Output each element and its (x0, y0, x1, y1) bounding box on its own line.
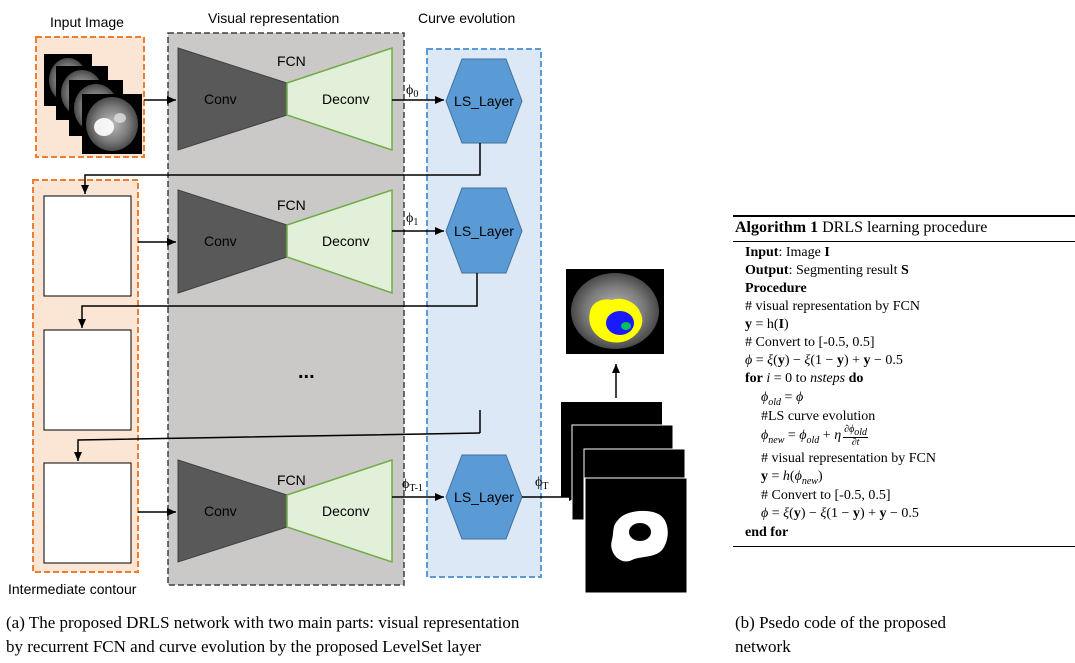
algorithm-line-phi-new: ϕnew = ϕold + η∂ϕold∂t (761, 424, 869, 448)
tumor-enhancing-region (606, 311, 634, 335)
ls-layer-3: LS_Layer (445, 454, 523, 540)
ls-layer-label-1: LS_Layer (454, 93, 514, 109)
deconv-decoder-2 (286, 188, 393, 295)
fcn-block-3: FCN Conv Deconv (177, 458, 393, 564)
algorithm-block: Algorithm 1 DRLS learning procedure Inpu… (733, 215, 1075, 587)
algorithm-output-line: Output: Segmenting result S (745, 263, 909, 278)
algorithm-comment-convert-2: # Convert to [-0.5, 0.5] (761, 488, 891, 503)
algorithm-title: Algorithm 1 DRLS learning procedure (733, 215, 1075, 242)
input-image-label: Input Image (50, 14, 124, 30)
feedback-line-3 (74, 432, 481, 461)
curve-evolution-label: Curve evolution (418, 10, 515, 26)
deconv-label-1: Deconv (322, 91, 369, 107)
contour-box-3 (43, 462, 132, 564)
segmented-brain-result (566, 269, 664, 354)
algorithm-line-phi-old: ϕold = ϕ (761, 390, 804, 408)
algorithm-comment-ls: #LS curve evolution (761, 409, 876, 424)
phi-t-1-label: ϕT-1 (402, 477, 423, 494)
caption-b-line-2: network (735, 637, 791, 656)
fcn-block-2: FCN Conv Deconv (177, 188, 393, 295)
caption-a-line-1: (a) The proposed DRLS network with two m… (6, 613, 520, 632)
ellipsis-label: ... (298, 361, 315, 383)
output-mask-stack (561, 402, 688, 594)
caption-a-line-2: by recurrent FCN and curve evolution by … (6, 637, 481, 656)
ls-layer-label-3: LS_Layer (454, 489, 514, 505)
algorithm-end-for: end for (745, 525, 789, 540)
caption-b: (b) Psedo code of the proposed network (735, 611, 1075, 659)
algorithm-comment-convert-1: # Convert to [-0.5, 0.5] (745, 335, 875, 350)
caption-b-line-1: (b) Psedo code of the proposed (735, 613, 947, 632)
fcn-block-1: FCN Conv Deconv (177, 46, 393, 152)
deconv-label-2: Deconv (322, 233, 369, 249)
ls-layer-1: LS_Layer (445, 58, 523, 144)
algorithm-line-phi-update: ϕ = ξ(y) − ξ(1 − y) + y − 0.5 (761, 506, 919, 521)
ls-layer-hexagon-1 (445, 58, 523, 144)
fcn-label-1: FCN (277, 53, 306, 69)
algorithm-line-y-h-phi: y = h(ϕnew) (761, 469, 823, 487)
feedback-line-1 (81, 143, 481, 194)
algorithm-procedure-line: Procedure (745, 281, 807, 296)
conv-label-1: Conv (204, 91, 237, 107)
algorithm-line-phi-init: ϕ = ξ(y) − ξ(1 − y) + y − 0.5 (745, 353, 903, 368)
deconv-decoder-3 (286, 458, 393, 564)
ls-layer-label-2: LS_Layer (454, 223, 514, 239)
deconv-decoder-1 (286, 46, 393, 152)
ls-layer-hexagon-2 (445, 187, 523, 274)
conv-label-3: Conv (204, 503, 237, 519)
algorithm-bottom-rule (733, 546, 1075, 547)
deconv-label-3: Deconv (322, 503, 369, 519)
intermediate-contour-label: Intermediate contour (8, 581, 137, 597)
algorithm-input-line: Input: Image I (745, 245, 830, 260)
contour-box-1 (43, 195, 132, 297)
algorithm-comment-fcn-1: # visual representation by FCN (745, 299, 920, 314)
contour-box-2 (43, 329, 132, 431)
algorithm-for-line: for i = 0 to nsteps do (745, 371, 864, 386)
caption-a: (a) The proposed DRLS network with two m… (6, 611, 726, 659)
conv-label-2: Conv (204, 233, 237, 249)
algorithm-line-y-h: y = h(I) (745, 317, 789, 332)
tumor-core-region (621, 322, 631, 330)
phi-t-label: ϕT (535, 475, 548, 492)
phi-0-label: ϕ0 (406, 83, 418, 100)
visual-representation-label: Visual representation (208, 10, 339, 26)
fcn-label-2: FCN (277, 197, 306, 213)
algorithm-comment-fcn-2: # visual representation by FCN (761, 451, 936, 466)
input-mri-stack (44, 54, 142, 154)
ls-layer-2: LS_Layer (445, 187, 523, 274)
fcn-label-3: FCN (277, 472, 306, 488)
feedback-line-2 (78, 273, 478, 328)
phi-1-label: ϕ1 (406, 211, 418, 228)
